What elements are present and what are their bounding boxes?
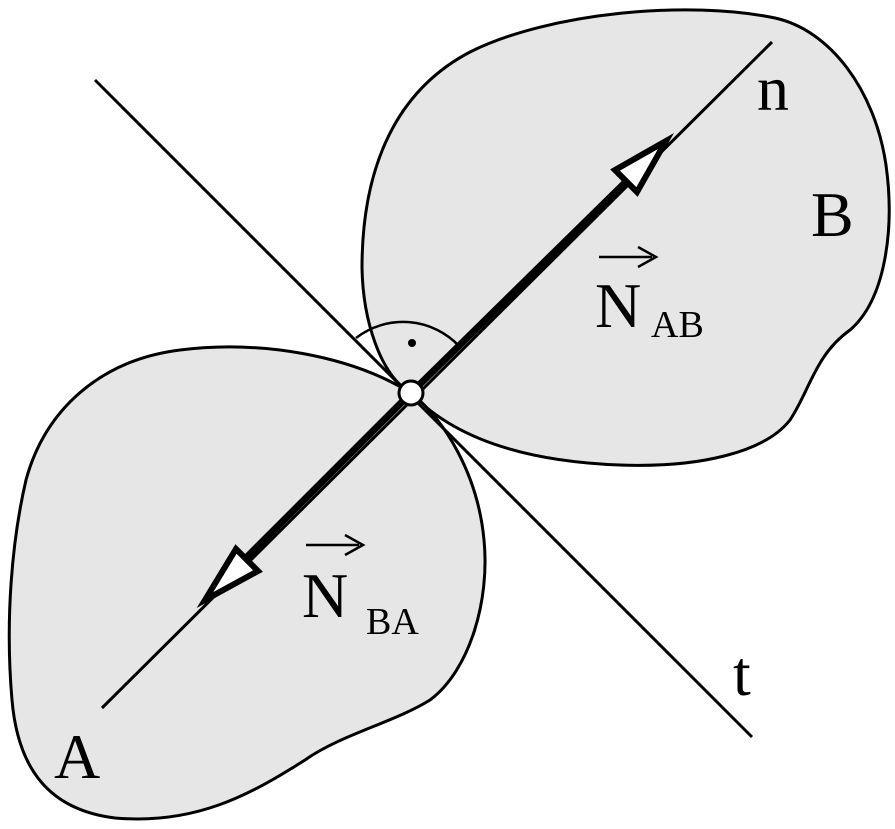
- force-ab-arrowhead: [610, 132, 675, 197]
- label-n-ab-subscript: AB: [651, 304, 704, 346]
- label-n-ba: N: [302, 560, 348, 631]
- force-ab-shaft: [408, 160, 648, 396]
- tangent-line: [93, 78, 754, 739]
- label-a: A: [54, 721, 100, 792]
- force-ba-shaft: [219, 390, 414, 585]
- vector-arrow-ab: [599, 245, 659, 269]
- contact-point: [397, 379, 425, 407]
- vector-arrow-ba: [306, 533, 366, 557]
- right-angle-arc: [355, 320, 460, 347]
- body-a-shape: [7, 345, 487, 821]
- label-n-ab: N: [595, 270, 641, 341]
- label-n: n: [757, 53, 789, 124]
- label-b: B: [811, 179, 854, 250]
- label-n-ba-subscript: BA: [366, 601, 419, 643]
- force-ba-arrowhead: [196, 544, 263, 609]
- body-b-shape: [360, 8, 891, 467]
- right-angle-dot: [408, 339, 416, 347]
- label-t: t: [733, 638, 751, 709]
